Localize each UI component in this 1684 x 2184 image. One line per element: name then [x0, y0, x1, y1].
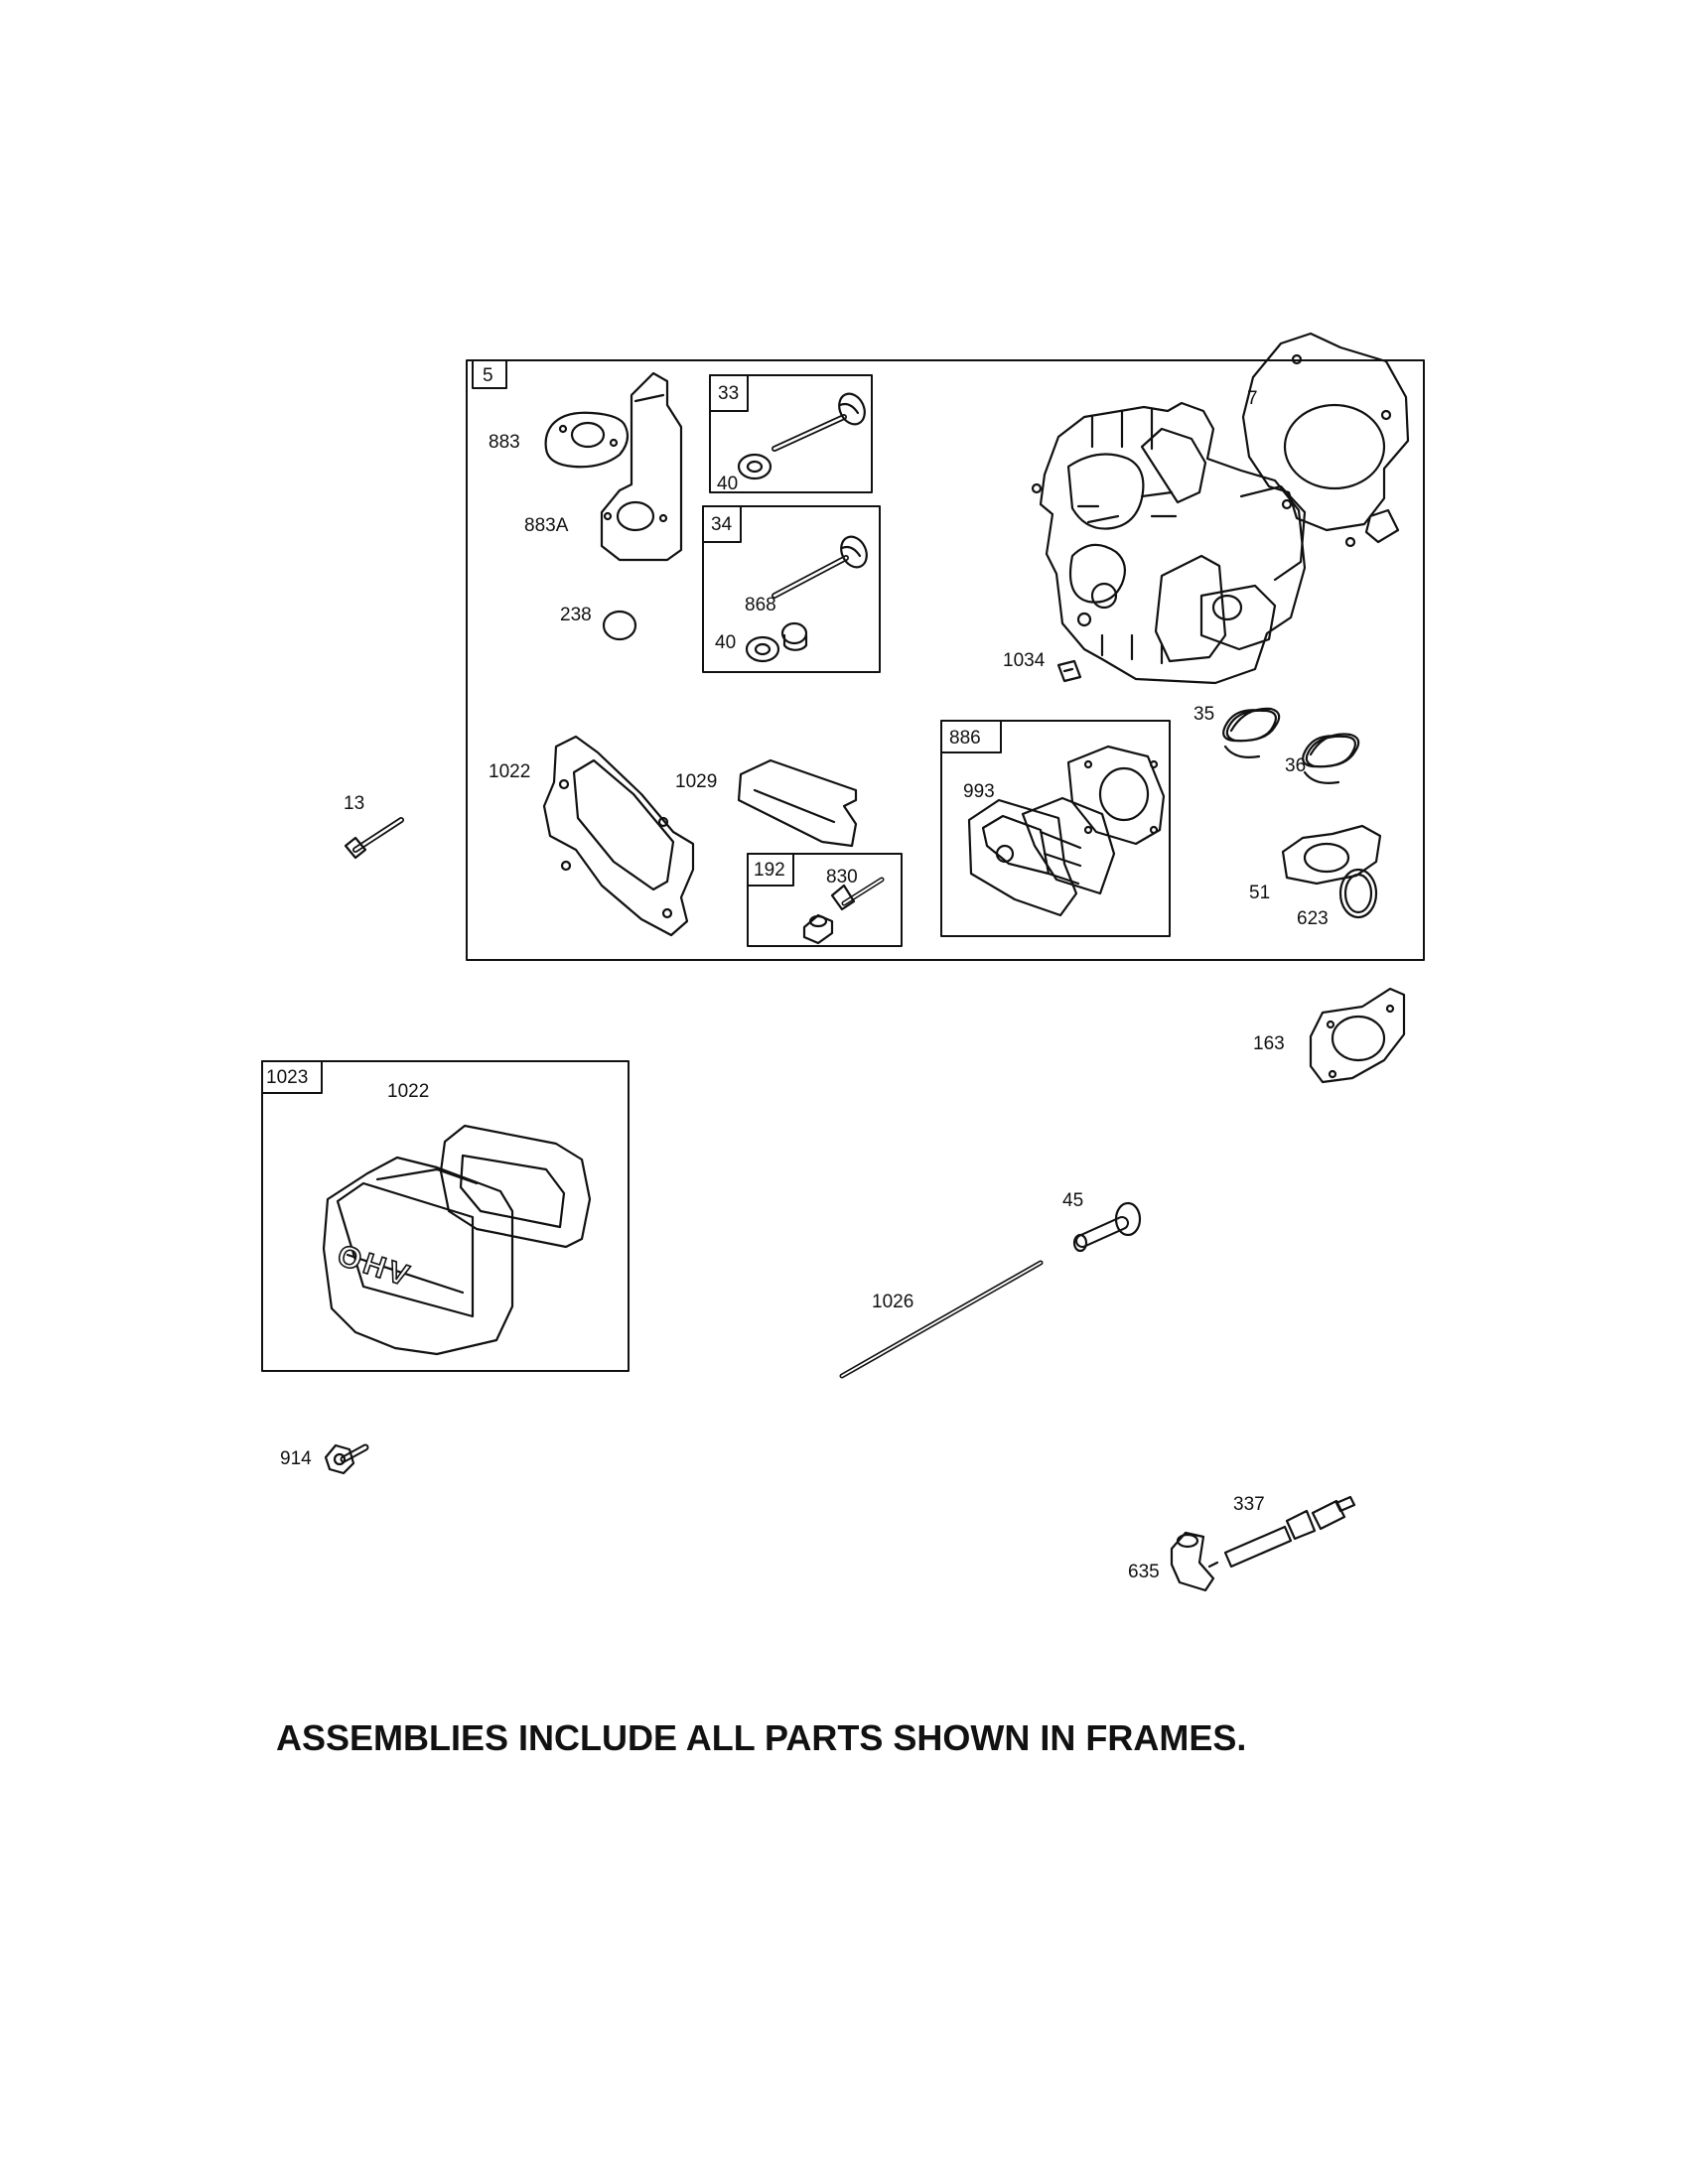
part-192-nut	[802, 913, 834, 945]
part-163-gasket	[1309, 987, 1406, 1084]
frame-886	[940, 720, 1171, 937]
callout-13: 13	[344, 793, 365, 814]
callout-868: 868	[745, 595, 776, 615]
part-883-gasket	[544, 411, 630, 469]
frame-1023-label: 1023	[266, 1067, 309, 1088]
part-830-stud	[830, 877, 885, 911]
part-45-tappet	[1072, 1201, 1142, 1253]
callout-40-a: 40	[717, 474, 739, 494]
callout-830: 830	[826, 867, 858, 887]
frame-192-label: 192	[754, 860, 785, 881]
callout-7: 7	[1247, 388, 1258, 409]
frame-5-label: 5	[483, 365, 493, 386]
part-33-valve	[772, 392, 866, 452]
part-40-seal-b	[745, 635, 780, 663]
part-868-retainer	[780, 621, 808, 651]
frame-886-label: 886	[949, 728, 981, 749]
callout-1034: 1034	[1003, 650, 1046, 671]
callout-337: 337	[1233, 1494, 1265, 1515]
frame-34	[702, 505, 881, 673]
part-36-spring	[1302, 733, 1360, 784]
assemblies-footnote: ASSEMBLIES INCLUDE ALL PARTS SHOWN IN FR…	[276, 1717, 1247, 1758]
callout-1022-b: 1022	[387, 1081, 430, 1102]
frame-33	[709, 374, 873, 493]
frame-886-tag	[940, 720, 1002, 753]
frame-192-tag	[747, 853, 794, 887]
part-1022-rocker-gasket-a	[542, 735, 695, 937]
frame-192	[747, 853, 903, 947]
part-1029-plate	[737, 758, 858, 848]
part-623-oring	[1338, 868, 1378, 919]
callout-45: 45	[1062, 1190, 1084, 1211]
part-34-valve	[772, 535, 868, 599]
part-238-plug	[602, 610, 637, 641]
part-993-gasket-plate	[967, 798, 1078, 917]
callout-35: 35	[1193, 704, 1215, 725]
callout-51: 51	[1249, 883, 1271, 903]
frame-34-label: 34	[711, 514, 733, 535]
frame-33-label: 33	[718, 383, 740, 404]
part-7-cylinder-head	[1031, 401, 1307, 685]
callout-163: 163	[1253, 1033, 1285, 1054]
callout-883a: 883A	[524, 515, 569, 536]
callout-36: 36	[1285, 755, 1307, 776]
frame-5	[466, 359, 1425, 961]
frame-34-tag	[702, 505, 742, 543]
part-35-spring	[1222, 707, 1281, 758]
part-337-spark-plug	[1207, 1495, 1356, 1569]
part-886-gaskets	[1021, 745, 1166, 895]
callout-1022-a: 1022	[489, 761, 531, 782]
callout-883: 883	[489, 432, 520, 453]
part-51-gasket	[1281, 824, 1382, 886]
frame-1023	[261, 1060, 630, 1372]
part-1026-pushrod	[839, 1260, 1044, 1379]
part-883a-plate	[600, 371, 683, 562]
part-1022-rocker-gasket-b	[439, 1124, 592, 1249]
callout-1029: 1029	[675, 771, 718, 792]
part-914-bolt	[324, 1443, 369, 1475]
part-7-head-gasket	[1241, 332, 1410, 548]
callout-914: 914	[280, 1448, 312, 1469]
part-1034-clip	[1056, 659, 1082, 683]
callout-623: 623	[1297, 908, 1329, 929]
part-1023-valve-cover	[322, 1156, 514, 1356]
callout-40-b: 40	[715, 632, 737, 653]
callout-993: 993	[963, 781, 995, 802]
frame-5-tag	[472, 359, 507, 389]
callout-238: 238	[560, 605, 592, 625]
callout-635: 635	[1128, 1562, 1160, 1582]
part-40-seal-a	[737, 453, 772, 480]
frame-1023-tag	[261, 1060, 323, 1094]
frame-33-tag	[709, 374, 749, 412]
part-13-bolt	[344, 817, 404, 860]
callout-1026: 1026	[872, 1292, 914, 1312]
part-635-boot	[1170, 1531, 1215, 1592]
